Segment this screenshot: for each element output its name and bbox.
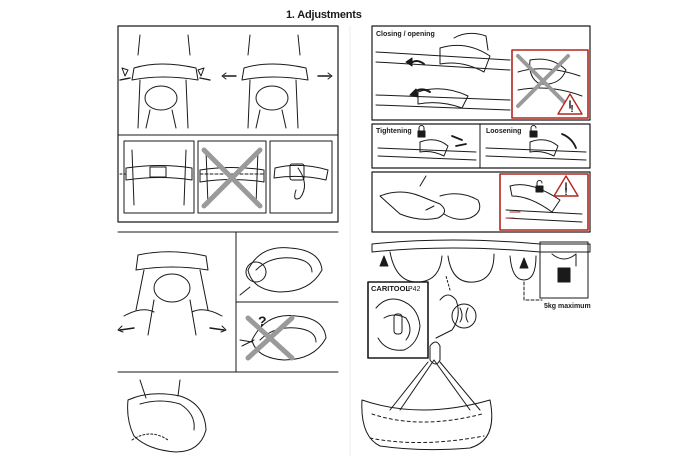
label-loosening: Loosening [486, 128, 521, 135]
label-question: ? [258, 313, 267, 329]
cross-mark-icon [201, 147, 263, 209]
panel-saddle [361, 341, 493, 451]
warning-triangle-icon [553, 175, 579, 197]
panel-buckle-warning [499, 173, 589, 231]
panel-leg-loop-adjust [117, 231, 339, 373]
lock-open-icon [529, 125, 538, 138]
panel-closing-opening [371, 25, 591, 121]
panel-leg-loop-bottom [127, 379, 207, 453]
lock-open-icon [535, 180, 544, 193]
label-caritool-ref: P42 [408, 286, 421, 293]
cross-mark-icon [516, 54, 570, 108]
label-max-load: 5kg maximum [544, 303, 591, 310]
panel-caritool [367, 275, 477, 359]
label-tightening: Tightening [376, 128, 412, 135]
label-closing-opening: Closing / opening [376, 31, 435, 38]
warning-triangle-icon [557, 93, 583, 115]
panel-tightening-loosening [371, 123, 591, 169]
lock-closed-icon [417, 125, 426, 138]
page-title: 1. Adjustments [286, 9, 362, 21]
panel-harness-front-adjust [117, 25, 339, 223]
cross-mark-icon [245, 315, 295, 361]
warning-exclamation: ! [564, 187, 567, 198]
panel-gear-loops [371, 239, 591, 301]
warning-exclamation: ! [570, 104, 573, 115]
panel-buckle-release [371, 171, 591, 233]
label-caritool: CARITOOL [371, 284, 410, 293]
